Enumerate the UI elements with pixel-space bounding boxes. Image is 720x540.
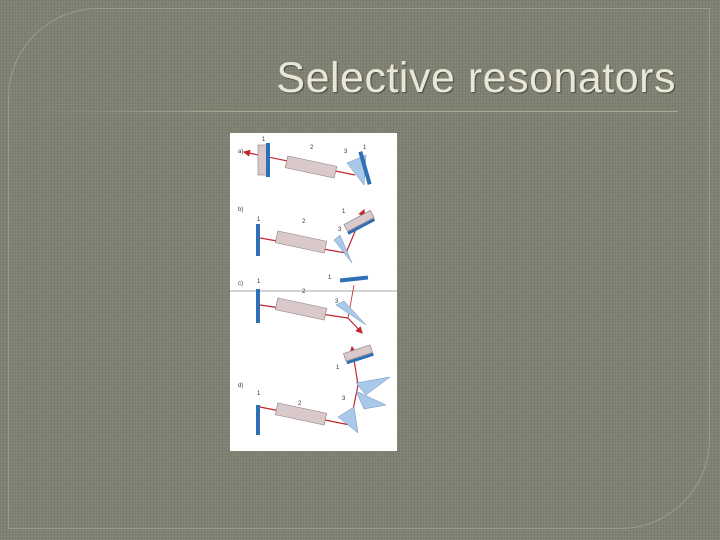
prism	[333, 234, 353, 264]
panel-c-part-2: 2	[302, 289, 306, 295]
panel-d-part-1: 1	[257, 391, 261, 397]
gain-rod	[274, 402, 328, 426]
end-mirror	[256, 224, 260, 256]
output-mirror	[343, 344, 373, 362]
panel-c-part-1b: 1	[328, 275, 332, 281]
tuning-mirror	[339, 275, 369, 283]
panel-d-label: d)	[238, 383, 243, 389]
panel-b-part-3: 3	[338, 227, 342, 233]
panel-a-part-1b: 1	[363, 145, 367, 151]
panel-a-part-3: 3	[344, 149, 348, 155]
panel-c-part-3: 3	[335, 299, 339, 305]
panel-d-part-3: 3	[342, 396, 346, 402]
panel-b-part-2: 2	[302, 219, 306, 225]
resonator-diagram: a) 1 2 3 1 b) 1 2 1 3	[230, 133, 397, 451]
panel-d-part-2: 2	[298, 401, 302, 407]
panel-b: b) 1 2 1 3	[238, 207, 376, 264]
mirror-coating	[347, 218, 376, 235]
gain-rod	[274, 297, 328, 321]
prism-1	[337, 406, 359, 434]
panel-b-part-1: 1	[257, 217, 261, 223]
mirror-coating	[266, 143, 270, 177]
panel-d: d) 1 2 1 3	[238, 344, 391, 435]
panel-d-part-1b: 1	[336, 365, 340, 371]
panel-c-label: c)	[238, 281, 243, 287]
panel-c: c) 1 2 1 3	[238, 275, 369, 334]
panel-a-part-2: 2	[310, 145, 314, 151]
slide-title: Selective resonators	[276, 54, 676, 102]
slide-frame	[8, 8, 710, 529]
prism	[335, 300, 367, 326]
gain-rod	[284, 155, 338, 179]
panel-b-part-1b: 1	[342, 209, 346, 215]
panel-a: a) 1 2 3 1	[238, 137, 372, 186]
prism-2	[355, 390, 387, 410]
title-divider	[44, 111, 678, 112]
mirror-coating	[346, 352, 374, 365]
panel-c-part-1: 1	[257, 279, 261, 285]
output-mirror	[343, 210, 375, 232]
panel-b-label: b)	[238, 207, 243, 213]
end-mirror	[256, 289, 260, 323]
gain-rod	[274, 230, 328, 254]
laser-beam-output	[347, 317, 363, 334]
prism-3	[355, 376, 391, 396]
panel-a-part-1: 1	[262, 137, 266, 143]
end-mirror	[256, 405, 260, 435]
end-mirror	[358, 151, 372, 185]
panel-a-label: a)	[238, 149, 243, 155]
